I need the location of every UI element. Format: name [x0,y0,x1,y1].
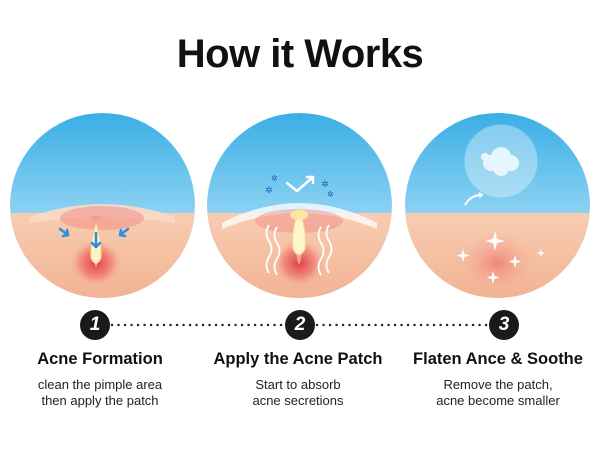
svg-text:✲: ✲ [271,174,278,183]
step-description-line: then apply the patch [41,393,159,408]
step-number-2: 2 [285,310,315,340]
page-title: How it Works [176,32,424,76]
step-title-acne-formation: Acne Formation [37,350,163,368]
svg-text:✲: ✲ [321,180,329,190]
apply-patch-illustration: ✲ ✲ ✲ ✲ [207,113,392,298]
soothe-illustration [405,113,590,298]
svg-text:✲: ✲ [265,186,273,196]
progress-dotted-line [110,323,489,327]
step-description-line: acne become smaller [436,393,560,408]
svg-text:✲: ✲ [327,190,334,199]
step-description-line: Start to absorb [255,377,341,392]
step-title-apply-patch: Apply the Acne Patch [213,350,383,368]
step-description-1: clean the pimple area then apply the pat… [0,377,200,409]
step-description-2: Start to absorb acne secretions [198,377,398,409]
step-number-1: 1 [80,310,110,340]
step-description-3: Remove the patch, acne become smaller [398,377,598,409]
step-description-line: clean the pimple area [37,377,163,392]
step-description-line: acne secretions [252,393,344,408]
step-title-soothe: Flaten Ance & Soothe [413,350,583,368]
acne-formation-illustration [10,113,195,298]
step-number-3: 3 [489,310,519,340]
step-description-line: Remove the patch, [443,377,553,392]
